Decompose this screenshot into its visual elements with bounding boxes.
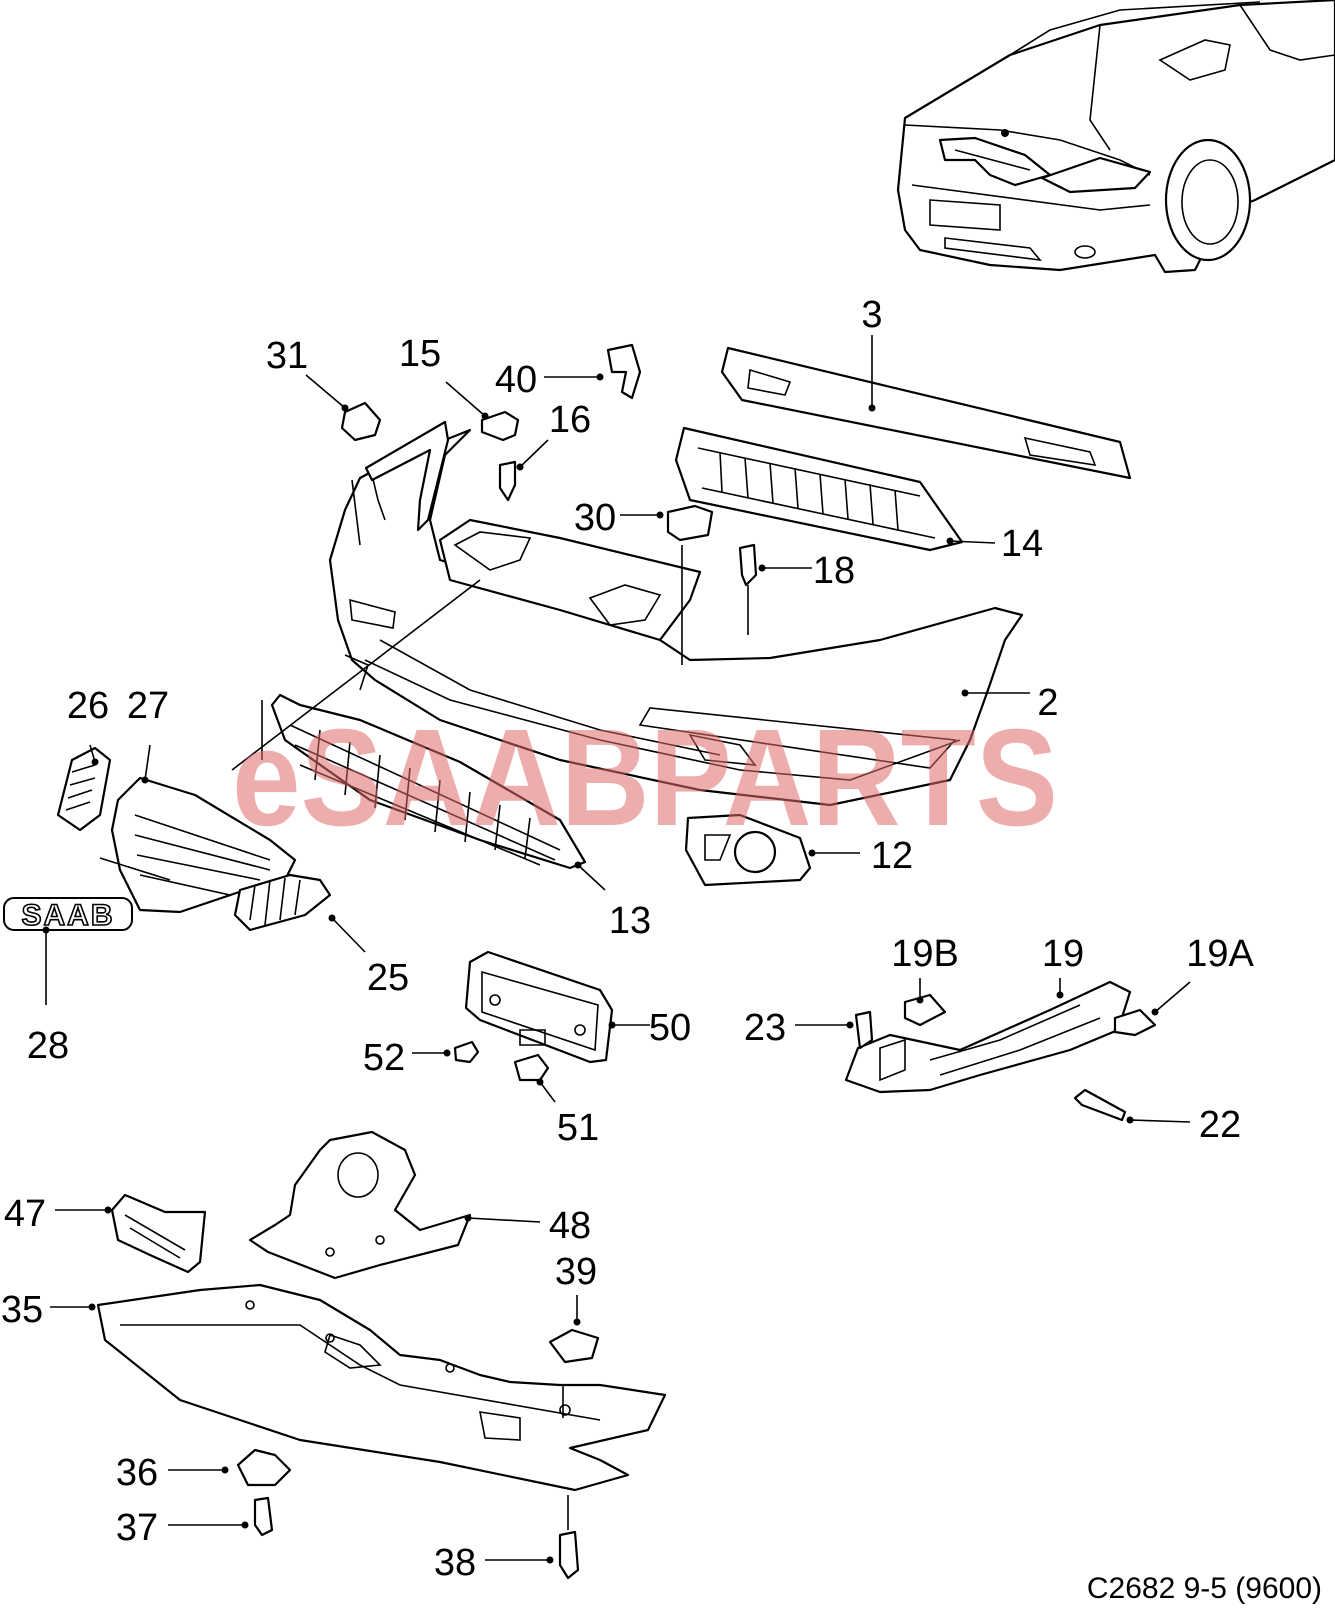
part-clip-40 <box>606 343 642 400</box>
callout-22: 22 <box>1199 1104 1241 1146</box>
part-bumper-cover <box>328 428 1024 807</box>
part-stud-22 <box>1073 1088 1127 1122</box>
callout-19a: 19A <box>1186 933 1254 975</box>
callout-18: 18 <box>813 550 855 592</box>
part-cap-31 <box>340 401 382 442</box>
callout-31: 31 <box>266 335 308 377</box>
part-air-duct <box>110 1193 207 1274</box>
callout-50: 50 <box>649 1007 691 1049</box>
part-underbody-shield <box>96 1283 667 1492</box>
callout-40: 40 <box>495 359 537 401</box>
part-bolt-23 <box>854 1010 874 1050</box>
part-bolt-37 <box>253 1496 274 1537</box>
emblem-text: SAAB <box>21 899 114 932</box>
callout-19: 19 <box>1042 933 1084 975</box>
callout-26: 26 <box>67 685 109 727</box>
part-trim-bar <box>720 346 1132 480</box>
callout-48: 48 <box>549 1205 591 1247</box>
part-bolt-15 <box>480 410 520 442</box>
part-bolt-18 <box>738 543 758 587</box>
part-license-plate-bracket <box>464 950 614 1064</box>
part-screw-52 <box>453 1040 480 1064</box>
part-upper-grille <box>674 426 964 552</box>
callout-36: 36 <box>116 1452 158 1494</box>
callout-23: 23 <box>744 1007 786 1049</box>
part-bolt-38 <box>558 1530 580 1580</box>
watermark: eSAABPARTS <box>232 701 1058 855</box>
callout-25: 25 <box>367 957 409 999</box>
part-fog-light-bezel <box>684 813 812 887</box>
part-grille-insert-small <box>56 746 112 832</box>
part-clip-19b <box>903 993 947 1027</box>
part-grille-insert-side <box>233 873 332 932</box>
callout-14: 14 <box>1001 523 1043 565</box>
callout-15: 15 <box>399 333 441 375</box>
callout-28: 28 <box>27 1025 69 1067</box>
callout-3: 3 <box>861 294 882 336</box>
callout-19b: 19B <box>891 933 959 975</box>
reference-code: C2682 9-5 (9600) <box>1087 1572 1322 1605</box>
callout-52: 52 <box>363 1037 405 1079</box>
callout-38: 38 <box>434 1542 476 1584</box>
callout-39: 39 <box>555 1251 597 1293</box>
part-emblem: SAAB <box>3 897 133 933</box>
callout-13: 13 <box>609 900 651 942</box>
part-splash-guard <box>248 1130 472 1280</box>
callout-12: 12 <box>871 835 913 877</box>
callout-16: 16 <box>549 399 591 441</box>
callout-51: 51 <box>557 1107 599 1149</box>
callout-35: 35 <box>1 1289 43 1331</box>
part-clip-39 <box>548 1328 600 1364</box>
part-bumper-side-bracket <box>364 420 450 532</box>
callout-47: 47 <box>4 1193 46 1235</box>
part-pin-16 <box>498 460 517 502</box>
callout-labels: 3 31 15 40 16 30 14 18 2 26 27 12 13 28 … <box>1 294 1255 1584</box>
part-cap-30 <box>666 504 714 542</box>
part-bumper-bracket <box>844 980 1132 1094</box>
part-clip-36 <box>236 1448 292 1487</box>
car-illustration <box>896 0 1335 274</box>
leader-lines <box>42 335 1191 1564</box>
callout-2: 2 <box>1037 682 1058 724</box>
callout-30: 30 <box>574 497 616 539</box>
part-screw-51 <box>513 1053 550 1082</box>
callout-27: 27 <box>127 685 169 727</box>
part-clip-19a <box>1113 1008 1157 1037</box>
callout-37: 37 <box>116 1507 158 1549</box>
